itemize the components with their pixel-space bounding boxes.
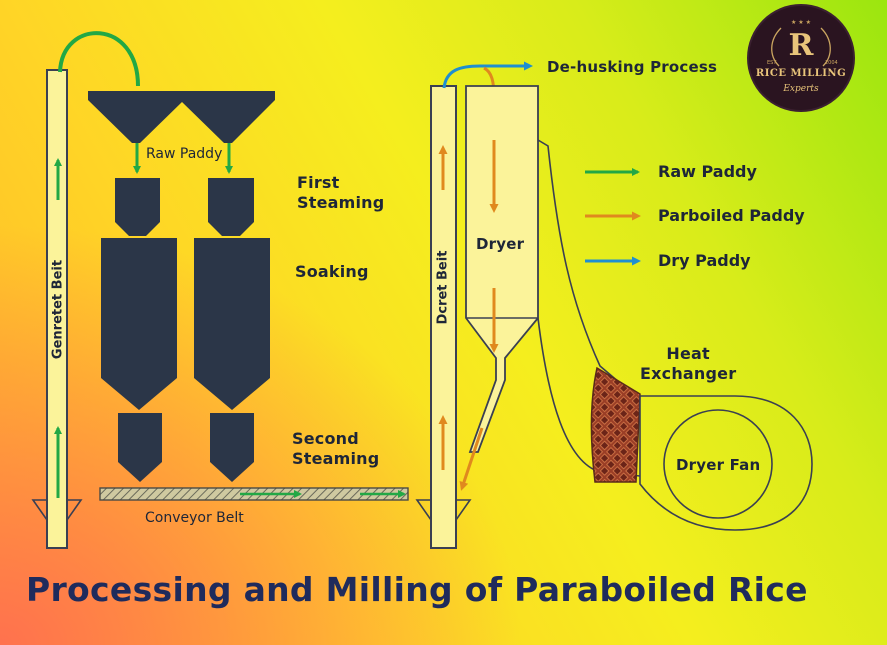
left-bucket-elevator [31,31,140,549]
left-belt-label: Genretet Beit [50,259,66,360]
second-steaming-vessel [210,413,254,482]
first-steaming-label: First Steaming [297,173,385,212]
vessel-column-left [101,178,177,482]
heat-exchanger-label: Heat Exchanger [640,344,737,383]
dehusking-outlet-arrow [442,61,533,89]
raw-feed-pipe [58,31,140,87]
rice-milling-logo: ★ ★ ★ R EST 2004 RICE MILLING Experts [749,6,853,110]
dryer-return-arrow [459,427,484,491]
soaking-tank [101,238,177,410]
air-duct-upper [537,139,641,401]
conveyor-belt-label: Conveyor Belt [145,510,244,526]
legend-dry-label: Dry Paddy [658,251,751,270]
dryer-tower [459,85,539,491]
second-steaming-label: Second Steaming [292,429,380,468]
fan-housing [639,395,813,531]
first-steaming-vessel [115,178,160,236]
laurel-icon: ★ ★ ★ [771,19,831,67]
logo-year: 2004 [825,60,838,66]
dryer-fan-label: Dryer Fan [676,456,761,474]
soaking-label: Soaking [295,262,369,281]
logo-tagline: Experts [783,84,819,94]
dryer-label: Dryer [476,235,525,253]
logo-est: EST [767,60,777,66]
logo-name: RICE MILLING [755,68,847,79]
logo-monogram: R [788,28,814,63]
right-belt-label: Dcret Beit [435,250,451,325]
page-title: Processing and Milling of Paraboiled Ric… [26,570,808,609]
raw-paddy-label: Raw Paddy [146,146,223,162]
raw-paddy-hopper [88,91,275,143]
vessel-column-right [194,178,270,482]
second-steaming-vessel [118,413,162,482]
soaking-tank [194,238,270,410]
heat-exchanger-mesh [590,366,641,483]
svg-text:★ ★ ★: ★ ★ ★ [791,19,811,26]
dryer-fan-circle [663,409,773,519]
first-steaming-vessel [208,178,254,236]
legend-parboiled-label: Parboiled Paddy [658,206,805,225]
legend-arrows [585,168,641,266]
legend-raw-label: Raw Paddy [658,162,757,181]
dehusking-label: De-husking Process [547,58,718,76]
